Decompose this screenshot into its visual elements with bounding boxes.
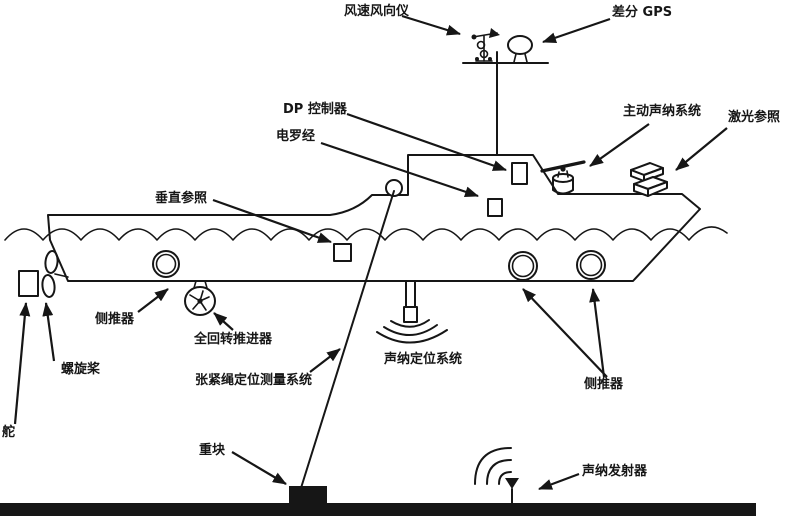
dp-controller-box [511,162,528,185]
rudder-icon [18,270,39,297]
label-laser-reference: 激光参照 [728,110,781,125]
waterline-waves [4,226,728,241]
gyrocompass-box [487,198,503,217]
label-vertical-reference: 垂直参照 [155,191,208,206]
label-gyrocompass: 电罗经 [276,129,316,144]
label-sonar-transmitter: 声纳发射器 [582,464,648,479]
label-dp-controller: DP 控制器 [283,102,347,117]
label-wind-sensor: 风速风向仪 [344,4,410,19]
label-side-thruster-right: 侧推器 [584,377,624,392]
vertical-reference-box [333,243,352,262]
propeller-icon [41,250,69,298]
label-azimuth-thruster: 全回转推进器 [194,332,273,347]
weight-block [289,486,327,505]
laser-reference-icon [630,162,668,197]
pointer-arrows [13,14,728,491]
active-sonar-icon [540,160,586,195]
label-taut-wire-system: 张紧绳定位测量系统 [195,373,313,388]
label-propeller: 螺旋桨 [61,362,101,377]
wind-sensor-icon [471,28,500,62]
sonar-transducer-icon [376,280,448,344]
taut-wire [300,179,403,489]
label-dgps: 差分 GPS [612,5,673,20]
label-side-thruster-left: 侧推器 [95,312,135,327]
mast [462,51,549,156]
label-active-sonar: 主动声纳系统 [623,104,702,119]
label-sonar-positioning: 声纳定位系统 [384,352,463,367]
label-rudder: 舵 [2,425,16,440]
azimuth-thruster-icon [184,280,216,316]
ship-hull [47,154,701,282]
bow-thruster-tunnel [152,250,180,278]
label-weight: 重块 [199,443,226,458]
gps-antenna-icon [507,35,533,63]
seabed [0,503,756,516]
sonar-transmitter-icon [474,447,519,504]
stern-thruster-tunnels [508,250,606,281]
